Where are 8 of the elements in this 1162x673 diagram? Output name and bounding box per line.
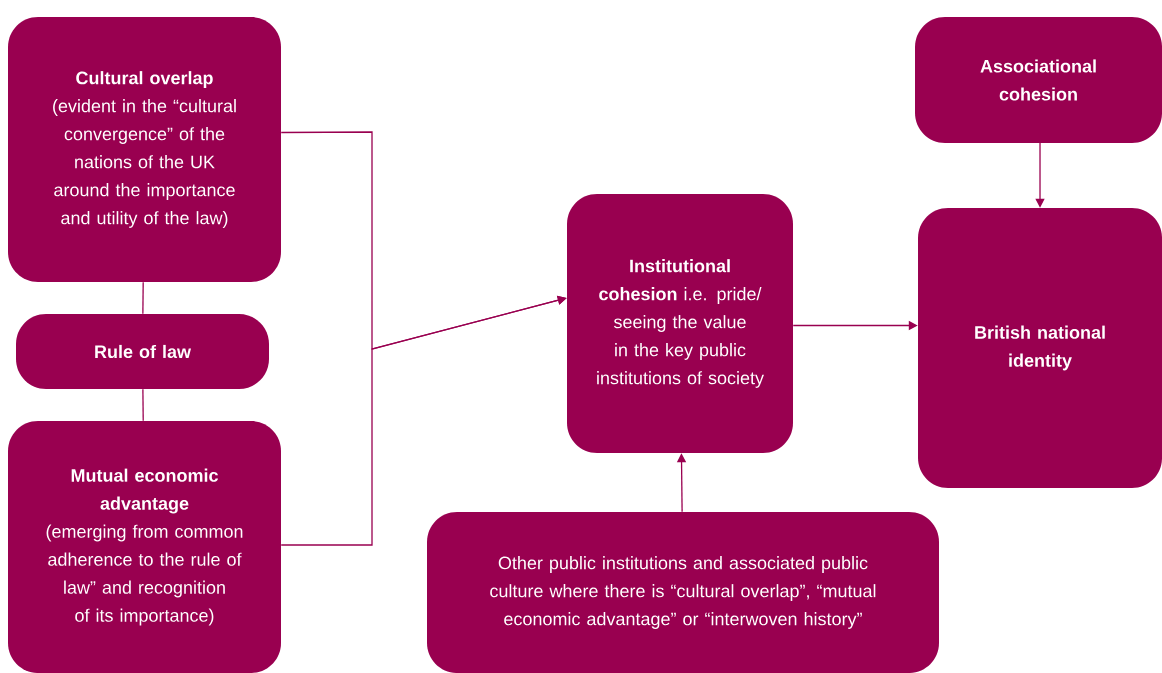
process-box: Other public institutions and associated public culture where there is “cultural overlap”, “mutual economic advantage” or “interwoven history”	[427, 512, 939, 673]
process-box: Institutional cohesion i.e. pride/ seeing the value in the key public institutions of society	[567, 194, 793, 453]
process-box: Mutual economic advantage (emerging from common adherence to the rule of law” and recognition of its importance)	[8, 421, 281, 673]
process-box: Cultural overlap (evident in the “cultural convergence” of the nations of the UK around the importance and utility of the law)	[8, 17, 281, 282]
process-box: Rule of law	[16, 314, 269, 389]
process-box: Associational cohesion	[915, 17, 1162, 143]
arrow	[280, 295, 567, 546]
process-box: British national identity	[918, 208, 1162, 488]
